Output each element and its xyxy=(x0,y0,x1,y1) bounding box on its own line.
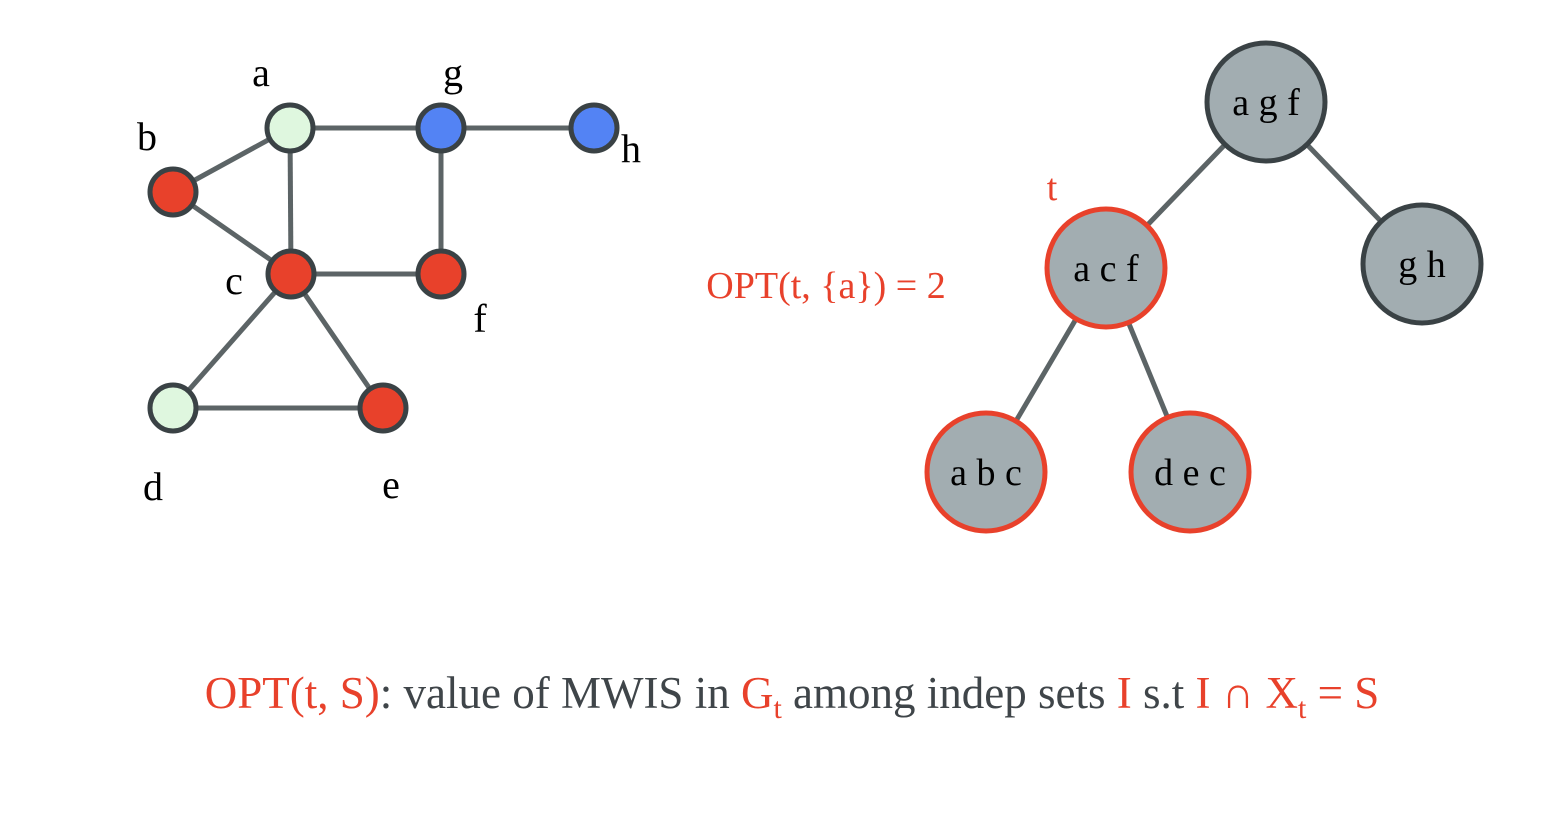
graph-vertex-label-e: e xyxy=(382,462,400,507)
tree-node-label-agf: a g f xyxy=(1232,82,1300,124)
opt-value-annotation: OPT(t, {a}) = 2 xyxy=(706,265,945,307)
tree-node-dec xyxy=(1128,410,1252,534)
definition-text-2: among indep sets xyxy=(782,668,1117,718)
definition-line: OPT(t, S): value of MWIS in Gt among ind… xyxy=(205,668,1380,725)
graph-vertex-h xyxy=(568,102,620,154)
definition-text-1: : value of MWIS in xyxy=(380,668,741,718)
graph-vertex-label-f: f xyxy=(473,296,487,341)
tree-node-abc xyxy=(924,410,1048,534)
definition-i: I xyxy=(1117,668,1132,718)
graph-vertex-g xyxy=(415,102,467,154)
tree-node-t-marker: t xyxy=(1047,167,1058,209)
tree-node-acf xyxy=(1044,206,1168,330)
tree-node-label-gh: g h xyxy=(1398,244,1446,286)
tree-node-label-abc: a b c xyxy=(950,452,1022,494)
graph-edge-c-d xyxy=(171,272,293,410)
graph-vertex-label-b: b xyxy=(137,114,157,159)
graph-vertex-c xyxy=(265,248,317,300)
graph-edge-c-e xyxy=(288,272,386,410)
graph-vertex-d xyxy=(147,382,199,434)
graph-vertex-e xyxy=(357,382,409,434)
definition-text-3: s.t xyxy=(1132,668,1196,718)
graph-vertices xyxy=(147,102,620,434)
graph-vertex-label-a: a xyxy=(252,50,270,95)
graph-vertex-label-h: h xyxy=(621,126,641,171)
tree-node-label-acf: a c f xyxy=(1073,248,1139,290)
graph-vertex-label-c: c xyxy=(225,258,243,303)
definition-g: G xyxy=(741,668,774,718)
tree-node-label-dec: d e c xyxy=(1154,452,1226,494)
graph-vertex-labels: a g h b c f d e xyxy=(137,50,641,509)
tree-nodes: a g f a c f g h a b c d e c xyxy=(924,40,1484,534)
tree-node-agf xyxy=(1204,40,1328,164)
definition-opt-ts: OPT(t, S) xyxy=(205,668,380,718)
graph-vertex-b xyxy=(147,166,199,218)
definition-g-subscript: t xyxy=(773,692,782,725)
definition-eq-s: = S xyxy=(1306,668,1379,718)
definition-i-cap-x: I ∩ X xyxy=(1196,668,1298,718)
graph-vertex-label-g: g xyxy=(443,50,463,95)
graph-vertex-a xyxy=(264,102,316,154)
graph-vertex-f xyxy=(415,248,467,300)
definition-x-subscript: t xyxy=(1298,692,1307,725)
graph-vertex-label-d: d xyxy=(143,464,163,509)
tree-node-gh xyxy=(1360,202,1484,326)
